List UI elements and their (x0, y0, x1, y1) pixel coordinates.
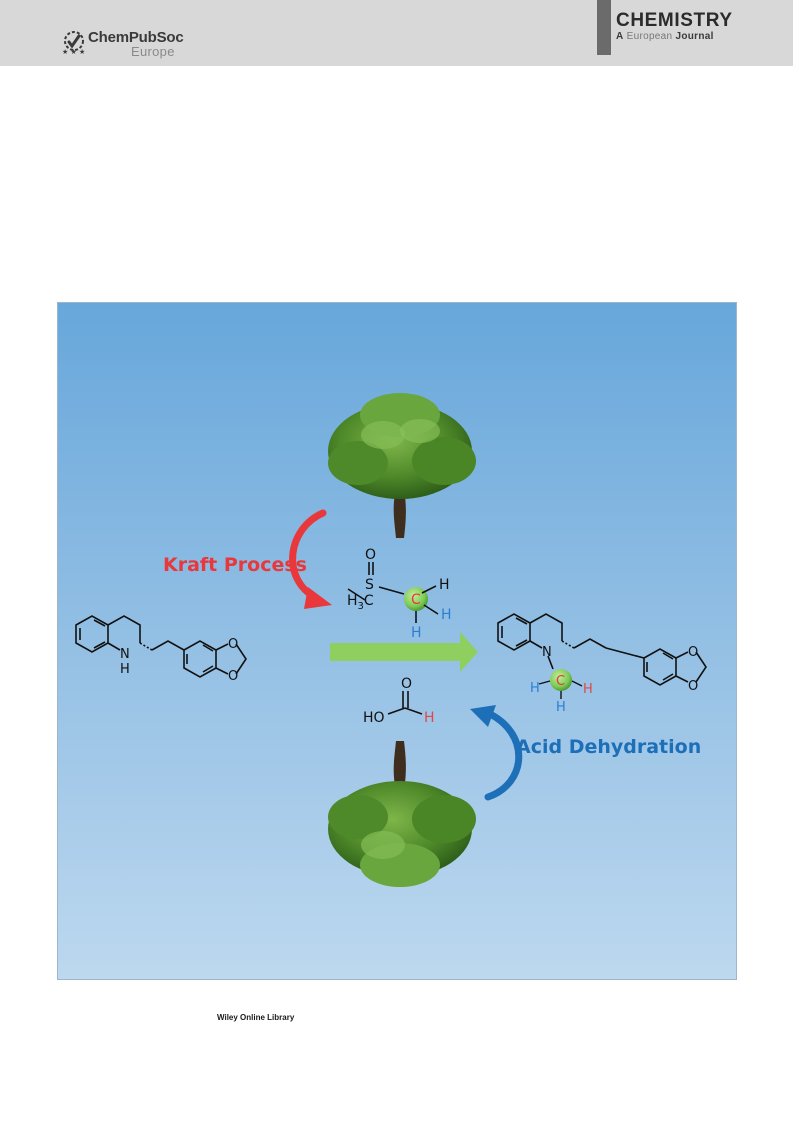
acid-dehydration-arrow (470, 705, 523, 801)
journal-title: CHEMISTRY (616, 10, 733, 31)
product-hydrogen-2: H (583, 682, 593, 697)
dmso-sulfur: S (365, 577, 374, 593)
dmso-structure: O S H3C C H H H (347, 547, 452, 641)
dmso-h3c-c: C (364, 593, 374, 609)
product-oxygen-2: O (688, 679, 698, 694)
dmso-hydrogen-3: H (411, 625, 422, 641)
journal-subtitle: A European Journal (616, 31, 714, 42)
kraft-process-arrow (289, 509, 332, 609)
dmso-carbon: C (411, 592, 421, 608)
product-carbon-highlight (550, 669, 572, 691)
reactant-atom-labels: N H O O (120, 637, 238, 684)
kraft-process-label: Kraft Process (163, 554, 307, 576)
reactant-nh-hydrogen: H (120, 662, 130, 677)
product-hydrogen-1: H (530, 681, 540, 696)
dmso-h3c: H3C (347, 593, 374, 612)
product-atom-labels: N O O (542, 645, 698, 694)
formic-oxygen: O (401, 676, 412, 692)
dmso-hydrogen-2: H (441, 607, 452, 623)
reactant-nitrogen: N (120, 647, 130, 662)
reactant-structure (75, 615, 247, 678)
acid-dehydration-label: Acid Dehydration (516, 736, 701, 758)
product-oxygen-1: O (688, 645, 698, 660)
journal-subtitle-a: A (616, 31, 624, 42)
dmso-hydrogen-1: H (439, 577, 450, 593)
chempubsoc-logo: ★ ★ ★ ChemPubSoc Europe (60, 22, 210, 62)
reactant-oxygen-1: O (228, 637, 238, 652)
reactant-oxygen-2: O (228, 669, 238, 684)
formic-hydrogen: H (424, 710, 435, 726)
bottom-inverted-tree-image (328, 741, 476, 887)
product-structure (497, 613, 707, 686)
product-nitrogen: N (542, 645, 552, 660)
product-hydrogen-3: H (556, 700, 566, 715)
chempubsoc-seal-icon: ★ ★ ★ (62, 31, 85, 56)
journal-accent-bar (597, 0, 611, 55)
society-name: ChemPubSoc (88, 29, 184, 46)
formic-acid-structure: O HO H (363, 676, 435, 726)
journal-subtitle-european: European (626, 31, 673, 42)
dmso-h3c-sub: 3 (358, 601, 364, 612)
dmso-h3c-h: H (347, 593, 358, 609)
dmso-oxygen: O (365, 547, 376, 563)
reaction-arrow (330, 632, 478, 672)
graphical-abstract-figure: Kraft Process Acid Dehydration O S H3C C (57, 302, 737, 980)
page-header: ★ ★ ★ ChemPubSoc Europe CHEMISTRY A Euro… (0, 0, 793, 66)
journal-subtitle-journal: Journal (675, 31, 714, 42)
product-methyl-group: C H H H (530, 669, 593, 715)
top-tree-image (328, 393, 476, 538)
publisher-footer: Wiley Online Library (217, 1013, 295, 1022)
product-carbon: C (556, 674, 565, 689)
figure-canvas: Kraft Process Acid Dehydration O S H3C C (75, 393, 707, 887)
society-subtitle: Europe (131, 44, 175, 59)
svg-text:★ ★ ★: ★ ★ ★ (62, 48, 85, 56)
formic-hydroxyl: HO (363, 710, 385, 726)
